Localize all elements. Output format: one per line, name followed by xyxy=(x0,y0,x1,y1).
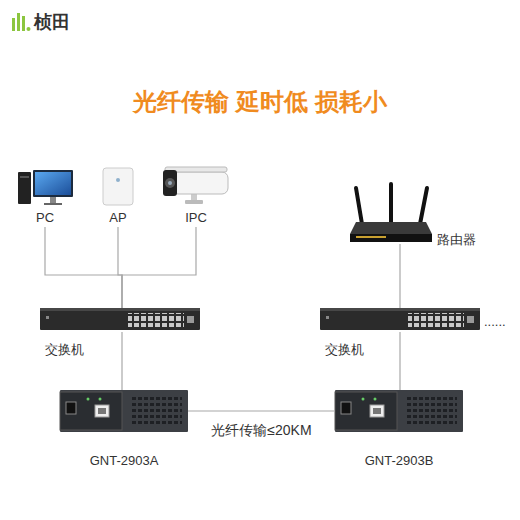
switch-icon xyxy=(40,308,200,330)
pc-icon xyxy=(18,170,73,205)
converter-icon xyxy=(335,390,463,432)
connector xyxy=(399,244,400,308)
media-converter: GNT-2903B xyxy=(335,390,463,432)
router-icon xyxy=(350,184,432,242)
node-label: AP xyxy=(95,210,141,226)
node-label: 交换机 xyxy=(325,342,364,358)
connector xyxy=(188,410,335,411)
connector xyxy=(45,227,122,308)
label-wrap: 桢田 xyxy=(34,10,70,34)
pc-device: PC xyxy=(15,165,75,227)
node-label: 路由器 xyxy=(437,232,476,248)
network-switch: 交换机 xyxy=(40,308,200,332)
media-converter: GNT-2903A xyxy=(60,390,188,432)
converter-icon xyxy=(60,390,188,432)
edge-label: 光纤传输≤20KM xyxy=(162,421,362,439)
node-label: GNT-2903A xyxy=(60,453,188,469)
edge-label-wrap: 光纤传输≤20KM xyxy=(162,421,362,439)
ipc-camera: IPC xyxy=(160,165,232,227)
switch-icon xyxy=(320,308,480,330)
node-label: GNT-2903B xyxy=(335,453,463,469)
connector xyxy=(121,332,122,390)
title: 光纤传输 延时低 损耗小 xyxy=(0,87,520,117)
node-label: PC xyxy=(15,210,75,226)
node-label: IPC xyxy=(160,210,232,226)
connector xyxy=(399,332,400,390)
label-wrap: ...... xyxy=(484,314,506,329)
logo-icon xyxy=(12,13,31,31)
ap-device: AP xyxy=(95,165,141,227)
ellipsis-mark: ...... xyxy=(484,314,506,329)
title-wrap: 光纤传输 延时低 损耗小 xyxy=(0,87,520,117)
network-switch: 交换机 xyxy=(320,308,480,332)
brand-name: 桢田 xyxy=(34,10,70,34)
ipc-camera-icon xyxy=(163,167,228,204)
router: 路由器 xyxy=(345,180,433,244)
ap-icon xyxy=(103,168,133,205)
node-label: 交换机 xyxy=(45,342,84,358)
connector xyxy=(122,227,196,308)
